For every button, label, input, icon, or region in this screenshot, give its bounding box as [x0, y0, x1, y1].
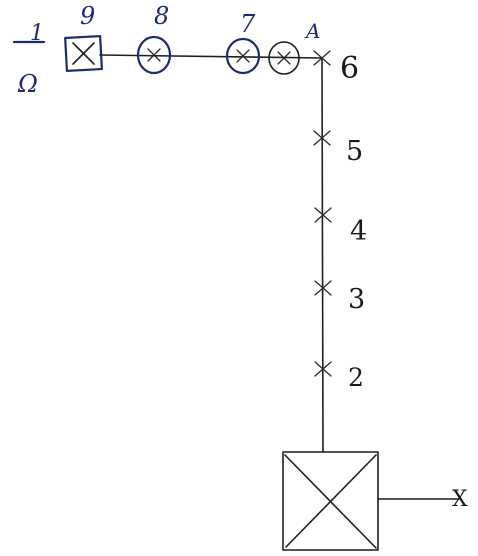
output-arrow: X — [377, 487, 468, 512]
node-9-label: 9 — [80, 2, 95, 30]
bottom-box-frame — [282, 451, 379, 551]
cross-mark-2 — [314, 361, 332, 377]
bottom-box — [282, 451, 379, 551]
node-8-circle — [136, 35, 172, 75]
node-7-label: 7 — [240, 10, 256, 38]
point-3-label: 3 — [348, 284, 365, 315]
cross-mark-4 — [314, 207, 332, 223]
cross-mark-3 — [314, 280, 332, 296]
node-8-label: 8 — [154, 2, 169, 30]
point-5-label: 5 — [346, 136, 363, 167]
vertical-line — [321, 57, 324, 453]
corner-label: A — [304, 19, 320, 43]
node-extra-circle — [268, 41, 300, 75]
point-6-label: 6 — [340, 51, 359, 86]
node-9-square — [64, 34, 103, 72]
point-2-label: 2 — [348, 363, 364, 392]
output-end-label: X — [452, 487, 468, 512]
point-4-label: 4 — [350, 216, 367, 247]
cross-mark-5 — [313, 130, 331, 146]
top-line — [99, 54, 323, 59]
left-top-label: 1 — [30, 21, 44, 46]
node-7-circle — [225, 37, 261, 75]
cross-mark-6 — [313, 50, 331, 66]
left-bottom-label: Ω — [17, 70, 38, 98]
bottom-box-diagonal-2 — [285, 454, 377, 548]
